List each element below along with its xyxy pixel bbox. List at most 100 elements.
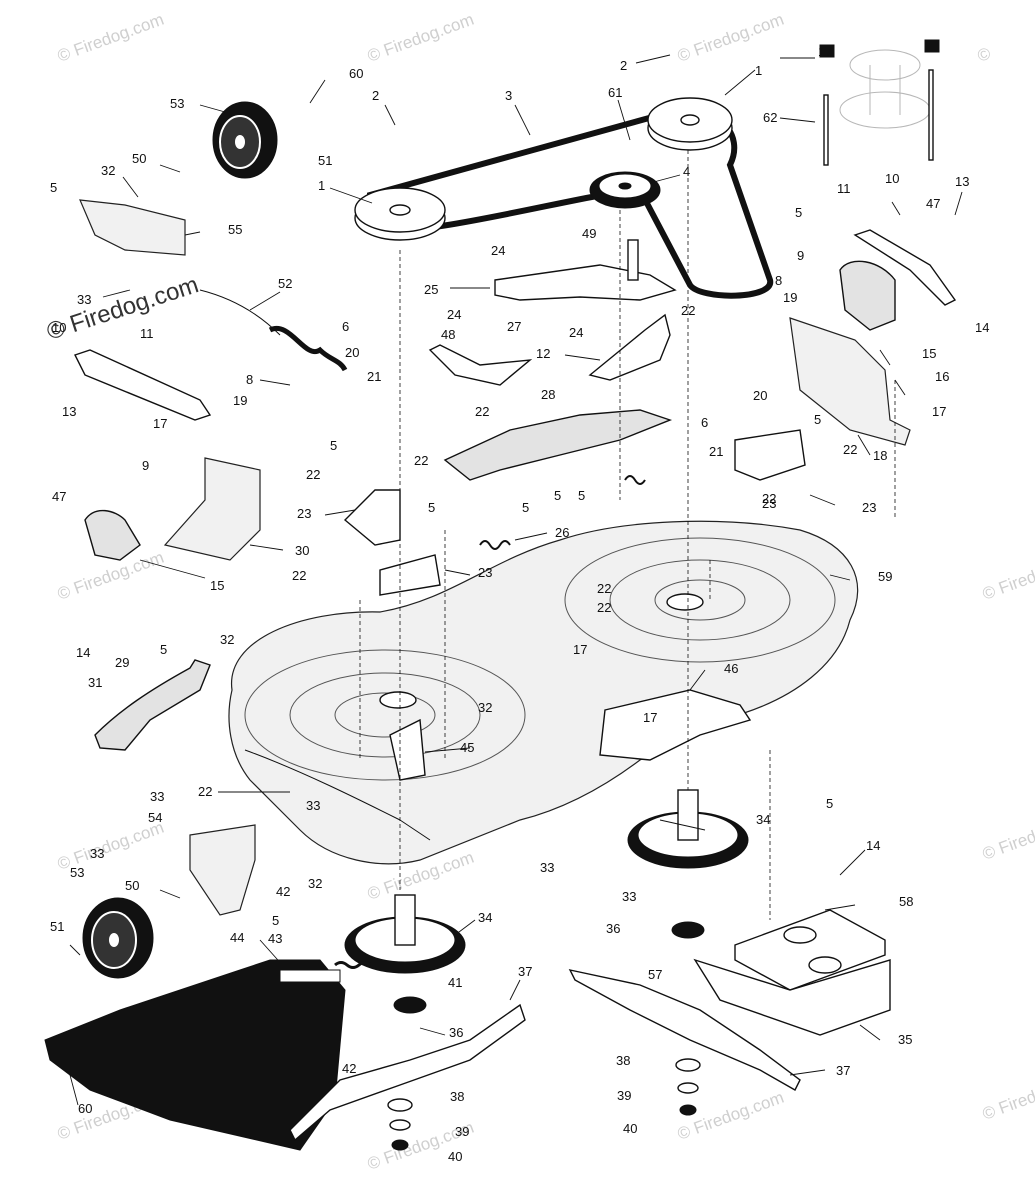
callout-53: 53	[70, 865, 84, 880]
callout-10: 10	[885, 171, 899, 186]
spindle-assembly-right	[627, 789, 749, 869]
callout-22: 22	[681, 303, 695, 318]
callout-16: 16	[935, 369, 949, 384]
front-wheel-lower	[82, 897, 154, 979]
alignment-lines	[359, 150, 896, 920]
callout-2: 2	[620, 58, 627, 73]
callout-22: 22	[475, 404, 489, 419]
callout-5: 5	[160, 642, 167, 657]
callout-8: 8	[775, 273, 782, 288]
callout-20: 20	[753, 388, 767, 403]
leader-lines	[69, 54, 963, 1106]
callout-50: 50	[125, 878, 139, 893]
stud-pair	[819, 39, 940, 166]
spindle-pulley-left	[354, 187, 446, 241]
callout-45: 45	[460, 740, 474, 755]
idler-arm-bracket	[494, 239, 677, 301]
callout-9: 9	[797, 248, 804, 263]
callout-11: 11	[140, 326, 154, 341]
spring-41	[334, 961, 372, 969]
callout-47: 47	[926, 196, 940, 211]
callout-46: 46	[724, 661, 738, 676]
blade-left	[289, 1003, 526, 1142]
callout-43: 43	[268, 931, 282, 946]
watermark-prominent: © Firedog.com	[44, 271, 202, 345]
callout-58: 58	[899, 894, 913, 909]
hanger-arm-11-right	[853, 229, 957, 306]
callout-40: 40	[623, 1121, 637, 1136]
callout-36: 36	[449, 1025, 463, 1040]
callout-17: 17	[643, 710, 657, 725]
callout-27: 27	[507, 319, 521, 334]
baffle-28	[443, 409, 673, 481]
callout-44: 44	[230, 930, 244, 945]
callout-23: 23	[762, 496, 776, 511]
callout-17: 17	[818, 44, 832, 59]
callout-53: 53	[170, 96, 184, 111]
baffle-bracket-12	[588, 313, 671, 381]
spring-26	[479, 475, 646, 550]
spindle-assembly-left	[344, 894, 466, 974]
callout-19: 19	[233, 393, 247, 408]
svg-text:© Firedog.com: © Firedog.com	[365, 10, 477, 66]
callout-14: 14	[975, 320, 989, 335]
callout-36: 36	[606, 921, 620, 936]
callout-47: 47	[52, 489, 66, 504]
callout-35: 35	[898, 1032, 912, 1047]
callout-5: 5	[522, 500, 529, 515]
callout-17: 17	[153, 416, 167, 431]
hardware-stack-left	[387, 996, 427, 1151]
callout-34: 34	[478, 910, 492, 925]
baffle-23-right	[734, 429, 806, 481]
callout-10: 10	[52, 320, 66, 335]
callout-5: 5	[428, 500, 435, 515]
callout-14: 14	[76, 645, 90, 660]
callout-labels: 1 1 2 2 3 4 5 5 5 5 5 5 5 5 5 5 5 6 6 8 …	[50, 44, 989, 1164]
callout-13: 13	[955, 174, 969, 189]
callout-18: 18	[873, 448, 887, 463]
callout-2: 2	[372, 88, 379, 103]
callout-22: 22	[306, 467, 320, 482]
callout-55: 55	[228, 222, 242, 237]
callout-30: 30	[295, 543, 309, 558]
callout-62: 62	[763, 110, 777, 125]
callout-5: 5	[795, 205, 802, 220]
callout-24: 24	[569, 325, 583, 340]
callout-11: 11	[837, 181, 851, 196]
discharge-chute	[44, 959, 346, 1151]
callout-60: 60	[78, 1101, 92, 1116]
support-block-35	[693, 958, 891, 1036]
callout-26: 26	[555, 525, 569, 540]
callout-42: 42	[342, 1061, 356, 1076]
callout-32: 32	[308, 876, 322, 891]
hanger-bracket-15-left	[84, 509, 141, 561]
callout-39: 39	[617, 1088, 631, 1103]
mount-bracket-30	[163, 457, 261, 561]
callout-33: 33	[90, 846, 104, 861]
callout-12: 12	[536, 346, 550, 361]
callout-5: 5	[814, 412, 821, 427]
bracket-31	[94, 659, 211, 751]
svg-text:© Firedog.com: © Firedog.com	[980, 1068, 1035, 1124]
spindle-pulley-right	[647, 97, 733, 151]
hardware-stack-right	[671, 921, 705, 1116]
callout-3: 3	[505, 88, 512, 103]
svg-text:© Firedog.com: © Firedog.com	[980, 548, 1035, 604]
callout-40: 40	[448, 1149, 462, 1164]
callout-22: 22	[198, 784, 212, 799]
callout-59: 59	[878, 569, 892, 584]
callout-17: 17	[573, 642, 587, 657]
blade-right	[568, 969, 801, 1091]
callout-38: 38	[616, 1053, 630, 1068]
bracket-45	[389, 718, 426, 781]
callout-24: 24	[491, 243, 505, 258]
callout-38: 38	[450, 1089, 464, 1104]
callout-31: 31	[88, 675, 102, 690]
callout-33: 33	[540, 860, 554, 875]
callout-49: 49	[582, 226, 596, 241]
callout-14: 14	[866, 838, 880, 853]
bracket-46	[599, 689, 752, 761]
callout-33: 33	[77, 292, 91, 307]
svg-text:© Firedog.com: © Firedog.com	[675, 1088, 787, 1144]
callout-22: 22	[292, 568, 306, 583]
